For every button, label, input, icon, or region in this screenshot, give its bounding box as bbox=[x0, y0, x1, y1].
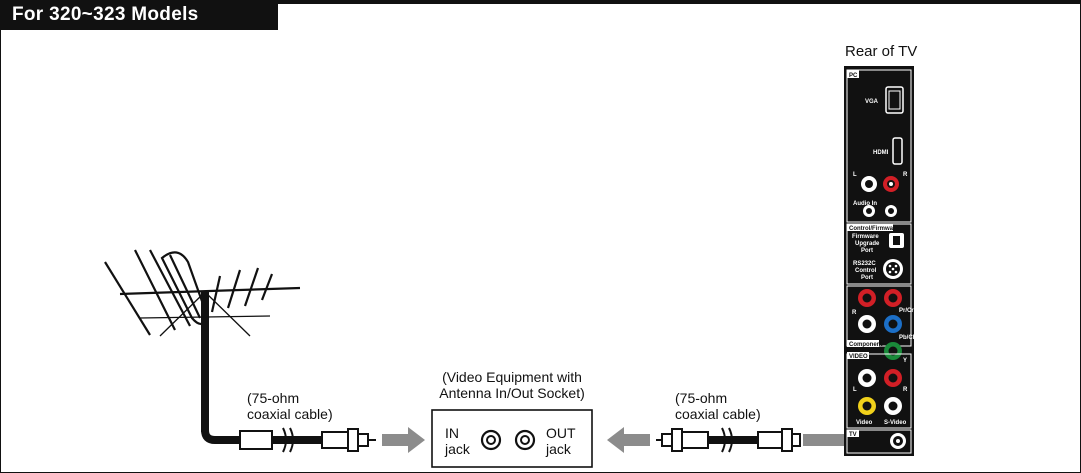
in-jack-label-line2: jack bbox=[445, 441, 470, 457]
antenna-icon bbox=[104, 249, 301, 444]
left-coax-cable bbox=[239, 427, 376, 453]
hdmi-port-icon bbox=[892, 137, 903, 165]
panel-component-label: Component bbox=[849, 342, 882, 348]
in-jack-label-line1: IN bbox=[445, 425, 459, 441]
panel-video-r-label: R bbox=[903, 387, 908, 393]
panel-comp-pr-label: Pr/Cr bbox=[899, 308, 914, 314]
panel-vga-label: VGA bbox=[865, 99, 879, 105]
page-title: For 320~323 Models bbox=[0, 0, 278, 30]
out-jack-icon bbox=[514, 429, 536, 451]
title-rule bbox=[0, 0, 1081, 4]
right-coax-cable bbox=[656, 427, 801, 453]
panel-firmware-line1: Firmware bbox=[852, 234, 879, 240]
panel-video-section-label: VIDEO bbox=[849, 354, 868, 360]
panel-video-label: Video bbox=[856, 420, 873, 426]
arrow-to-tv bbox=[803, 427, 872, 453]
panel-comp-y-label: Y bbox=[903, 358, 907, 364]
panel-audio-r-label: R bbox=[903, 172, 908, 178]
panel-comp-pb-label: Pb/Cb bbox=[899, 335, 917, 341]
vga-port-icon bbox=[885, 86, 904, 114]
panel-audio-in-label: Audio In bbox=[853, 201, 877, 207]
panel-svideo-label: S-Video bbox=[884, 420, 907, 426]
in-jack-icon bbox=[480, 429, 502, 451]
arrow-from-out-jack bbox=[607, 427, 650, 453]
panel-rs232-line1: RS232C bbox=[853, 261, 876, 267]
panel-firmware-line2: Upgrade bbox=[855, 241, 880, 247]
panel-comp-r-label: R bbox=[852, 310, 857, 316]
out-jack-label-line2: jack bbox=[546, 441, 571, 457]
equipment-label-line1: (Video Equipment with bbox=[442, 369, 582, 385]
out-jack-label-line1: OUT bbox=[546, 425, 576, 441]
panel-tv-label: TV bbox=[849, 432, 857, 438]
rear-of-tv-label: Rear of TV bbox=[845, 43, 918, 60]
left-cable-label-line1: (75-ohm bbox=[247, 390, 300, 406]
video-equipment-box bbox=[431, 409, 593, 468]
tv-rear-panel: PC VGA HDMI L R Audio In Control/Firmwar… bbox=[844, 66, 917, 456]
panel-firmware-line3: Port bbox=[861, 248, 873, 254]
right-cable-label-line2: coaxial cable) bbox=[675, 406, 761, 422]
panel-control-firmware-label: Control/Firmware bbox=[849, 226, 899, 232]
panel-audio-l-label: L bbox=[853, 172, 857, 178]
arrow-to-in-jack bbox=[382, 427, 425, 453]
equipment-label-line2: Antenna In/Out Socket) bbox=[439, 385, 585, 401]
panel-video-l-label: L bbox=[853, 387, 857, 393]
right-cable-label-line1: (75-ohm bbox=[675, 390, 728, 406]
left-cable-label-line2: coaxial cable) bbox=[247, 406, 333, 422]
panel-pc-label: PC bbox=[849, 73, 858, 79]
panel-rs232-line2: Control bbox=[855, 268, 877, 274]
panel-rs232-line3: Port bbox=[861, 275, 873, 281]
panel-hdmi-label: HDMI bbox=[873, 150, 889, 156]
